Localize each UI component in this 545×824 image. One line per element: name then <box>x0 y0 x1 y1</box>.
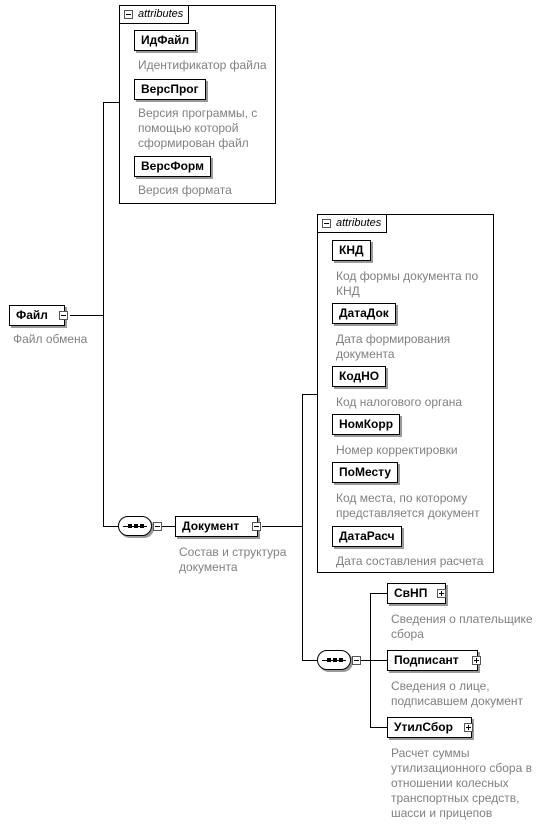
attribute-description: Версия формата <box>138 183 232 197</box>
collapse-icon[interactable] <box>252 522 261 531</box>
document-element-description: Состав и структура документа <box>179 545 287 574</box>
collapse-icon[interactable] <box>153 522 162 531</box>
attribute-name: КНД <box>339 243 364 257</box>
expand-icon[interactable] <box>464 723 473 732</box>
collapse-icon[interactable] <box>124 10 133 19</box>
attribute-node[interactable]: ПоМесту <box>332 462 398 483</box>
expand-icon[interactable] <box>472 656 481 665</box>
attribute-description: Идентификатор файла <box>138 58 267 72</box>
root-element-node[interactable]: Файл <box>9 305 65 326</box>
child-element-description: Расчет суммы утилизационного сбора в отн… <box>391 746 532 820</box>
attribute-node[interactable]: ВерсПрог <box>134 79 206 100</box>
collapse-icon[interactable] <box>322 219 331 228</box>
attribute-name: ИдФайл <box>141 33 190 47</box>
attribute-description: Код налогового органа <box>336 395 463 409</box>
attribute-node[interactable]: НомКорр <box>332 414 401 435</box>
root-attributes-header[interactable]: attributes <box>120 6 190 24</box>
child-element-description: Сведения о лице, подписавшем документ <box>391 679 524 708</box>
child-element-name: Подписант <box>394 653 459 667</box>
document-element-name: Документ <box>182 519 240 533</box>
collapse-icon[interactable] <box>59 311 68 320</box>
attribute-name: ПоМесту <box>339 465 391 479</box>
child-element-description: Сведения о плательщике сбора <box>391 612 533 641</box>
attribute-node[interactable]: ИдФайл <box>134 30 197 51</box>
attribute-name: ВерсПрог <box>141 82 199 96</box>
root-element-name: Файл <box>16 308 48 322</box>
child-element-node[interactable]: УтилСбор <box>387 717 472 738</box>
root-attributes-label: attributes <box>138 8 184 20</box>
attribute-name: КодНО <box>339 369 380 383</box>
attribute-description: Версия программы, с помощью которой сфор… <box>138 106 258 150</box>
attribute-name: НомКорр <box>339 417 394 431</box>
document-attributes-label: attributes <box>336 217 382 229</box>
child-element-node[interactable]: СвНП <box>387 583 447 604</box>
sequence-compositor <box>317 650 351 670</box>
attribute-name: ДатаДок <box>339 306 389 320</box>
sequence-compositor <box>118 516 152 536</box>
attribute-description: Код формы документа по КНД <box>336 269 479 298</box>
document-attributes-group: attributes <box>317 214 494 573</box>
attribute-name: ДатаРасч <box>339 529 395 543</box>
document-attributes-header[interactable]: attributes <box>318 215 388 233</box>
attribute-node[interactable]: КодНО <box>332 366 387 387</box>
attribute-description: Дата составления расчета <box>336 554 484 568</box>
attribute-description: Код места, по которому представляется до… <box>336 491 480 520</box>
expand-icon[interactable] <box>437 589 446 598</box>
attribute-node[interactable]: ВерсФорм <box>134 156 211 177</box>
document-element-node[interactable]: Документ <box>175 516 259 537</box>
child-element-node[interactable]: Подписант <box>387 650 478 671</box>
attribute-node[interactable]: ДатаДок <box>332 303 396 324</box>
collapse-icon[interactable] <box>352 656 361 665</box>
child-element-name: СвНП <box>394 586 428 600</box>
attribute-node[interactable]: ДатаРасч <box>332 526 402 547</box>
attribute-description: Номер корректировки <box>336 443 458 457</box>
root-element-description: Файл обмена <box>13 332 88 346</box>
attribute-node[interactable]: КНД <box>332 240 371 261</box>
attribute-name: ВерсФорм <box>141 159 204 173</box>
child-element-name: УтилСбор <box>394 720 453 734</box>
attribute-description: Дата формирования документа <box>336 332 451 361</box>
